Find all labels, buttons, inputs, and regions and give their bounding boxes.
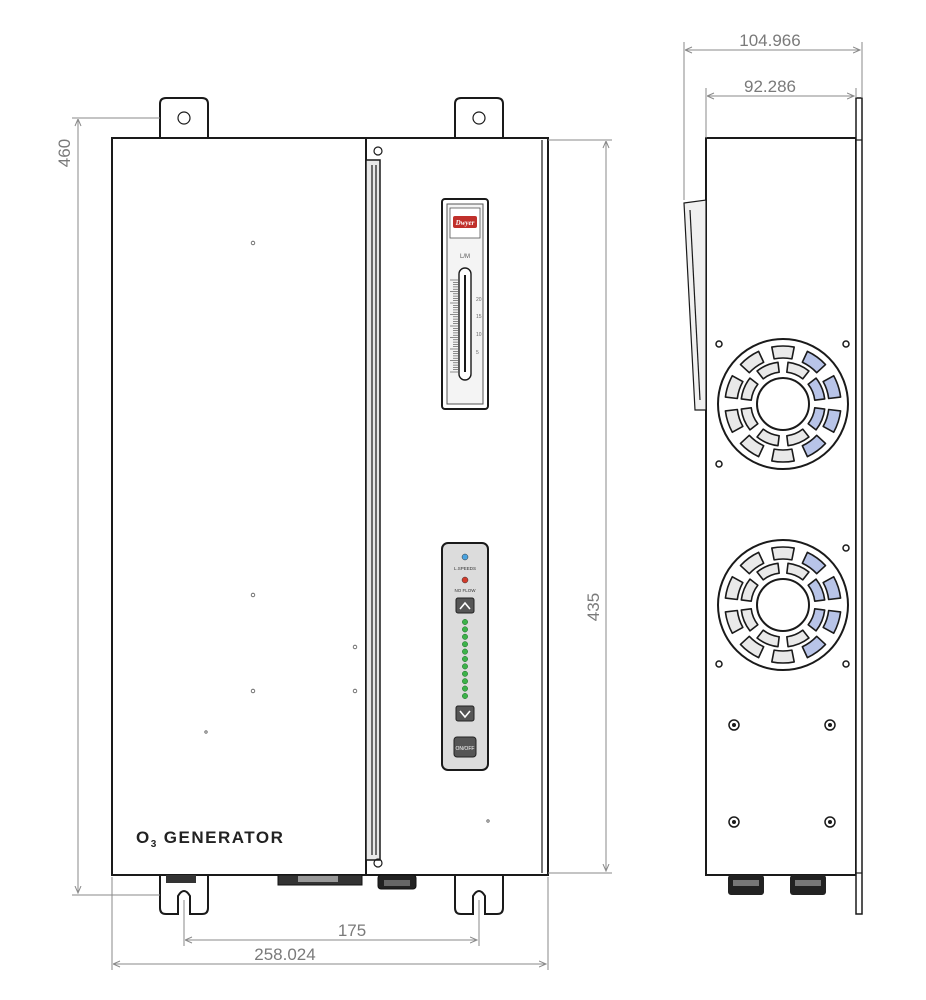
side-view <box>683 97 863 915</box>
fan-grille-slot <box>822 575 842 601</box>
flow-meter: Dwyer L/M 20 15 10 5 <box>441 198 489 410</box>
indicator-red-led <box>461 576 469 584</box>
fan-grille-slot <box>740 377 759 401</box>
led-segment <box>462 648 468 655</box>
fan-grille-slot <box>786 562 810 581</box>
led-segment <box>462 633 468 640</box>
side-body <box>705 137 857 876</box>
fan-grille-slot <box>724 374 744 400</box>
fan-grille-slot <box>756 562 780 581</box>
up-button[interactable] <box>455 597 475 614</box>
led-segment <box>462 693 468 699</box>
mount-tab-top-left <box>159 97 209 140</box>
fan-grille-slot <box>801 551 827 575</box>
hinge-screw-top <box>373 146 383 156</box>
led-segment <box>462 670 468 677</box>
meter-scale-5: 5 <box>476 350 479 356</box>
dim-overall-width: 258.024 <box>254 945 315 964</box>
control-panel: L.SPEEDS NO FLOW ON/OFF <box>441 542 489 771</box>
led-segment <box>462 685 468 692</box>
fan-grille-slot <box>822 408 842 434</box>
fan-grille-slot <box>739 350 765 374</box>
door-panel <box>111 137 367 876</box>
fan-grille-slot <box>739 635 765 659</box>
fan-grille-slot <box>724 408 744 434</box>
mount-hole-top-left <box>177 111 191 125</box>
hinge-screw-bottom <box>373 858 383 868</box>
fan-grille-slot <box>724 575 744 601</box>
fan-grille-slot <box>807 608 826 632</box>
fan-grille-slot <box>822 609 842 635</box>
meter-unit: L/M <box>460 254 470 260</box>
dim-side-depth-body: 92.286 <box>744 77 796 96</box>
led-segment <box>462 619 468 625</box>
led-bar <box>462 619 468 699</box>
mount-hole-top-right <box>472 111 486 125</box>
fan-grille-slot <box>739 551 765 575</box>
side-bottom-fittings <box>728 875 826 895</box>
chevron-up-icon <box>459 601 471 610</box>
chevron-down-icon <box>459 710 471 719</box>
fan-grille-slot <box>756 629 780 648</box>
fan-grille-slot <box>771 345 795 360</box>
fan-grille-slot <box>786 629 810 648</box>
meter-ticks <box>450 279 458 373</box>
dim-side-depth-outer: 104.966 <box>739 31 800 50</box>
fan-grille-slot <box>756 428 780 447</box>
fan-grille-slot <box>807 377 826 401</box>
led-segment <box>462 656 468 662</box>
dimensions: 460 435 175 258.024 104.966 92.286 <box>55 31 863 970</box>
fan-grille-slot <box>807 578 826 602</box>
led-segment <box>462 678 468 685</box>
dim-hole-spacing: 175 <box>338 921 366 940</box>
fan-grille-slot <box>771 448 795 463</box>
fan-grille-slot <box>801 434 827 458</box>
fan-grille-slot <box>807 407 826 431</box>
power-button[interactable] <box>453 736 477 758</box>
meter-brand-label: Dwyer <box>455 219 475 227</box>
led-segment <box>462 626 468 633</box>
fan-grille-slot <box>740 578 759 602</box>
cooling-fan-top <box>717 338 849 470</box>
fan-hub <box>756 377 810 431</box>
door-fasteners <box>204 240 490 823</box>
fan-grille-slot <box>740 608 759 632</box>
meter-scale-15: 15 <box>476 314 482 320</box>
led-segment <box>462 641 468 648</box>
down-button[interactable] <box>455 705 475 722</box>
mount-tab-bottom-right <box>454 875 504 915</box>
mount-tab-bottom-left <box>159 875 209 915</box>
fan-grille-slot <box>724 609 744 635</box>
fan-grille-slot <box>771 649 795 664</box>
led-segment <box>462 663 468 670</box>
side-mount-flange <box>855 97 863 915</box>
fan-grille-slot <box>756 361 780 380</box>
fan-grille-slot <box>786 428 810 447</box>
meter-scale-20: 20 <box>476 297 482 303</box>
fan-grille-slot <box>801 635 827 659</box>
indicator-label-speed: L.SPEEDS <box>454 566 476 571</box>
bottom-connectors <box>166 874 417 890</box>
cooling-fan-bottom <box>717 539 849 671</box>
fan-grille-slot <box>801 350 827 374</box>
power-button-label: ON/OFF <box>456 746 475 752</box>
fan-grille-slot <box>771 546 795 561</box>
mount-tab-top-right <box>454 97 504 140</box>
fan-grille-slot <box>740 407 759 431</box>
dim-overall-height: 460 <box>55 139 74 167</box>
indicator-label-noflow: NO FLOW <box>455 588 477 593</box>
fan-hub <box>756 578 810 632</box>
fan-grille-slot <box>786 361 810 380</box>
dim-body-height: 435 <box>584 593 603 621</box>
hinge-strip <box>365 159 381 861</box>
fan-grille-slot <box>822 374 842 400</box>
meter-scale-10: 10 <box>476 332 482 338</box>
fan-grille-slot <box>739 434 765 458</box>
indicator-blue-led <box>461 553 469 561</box>
